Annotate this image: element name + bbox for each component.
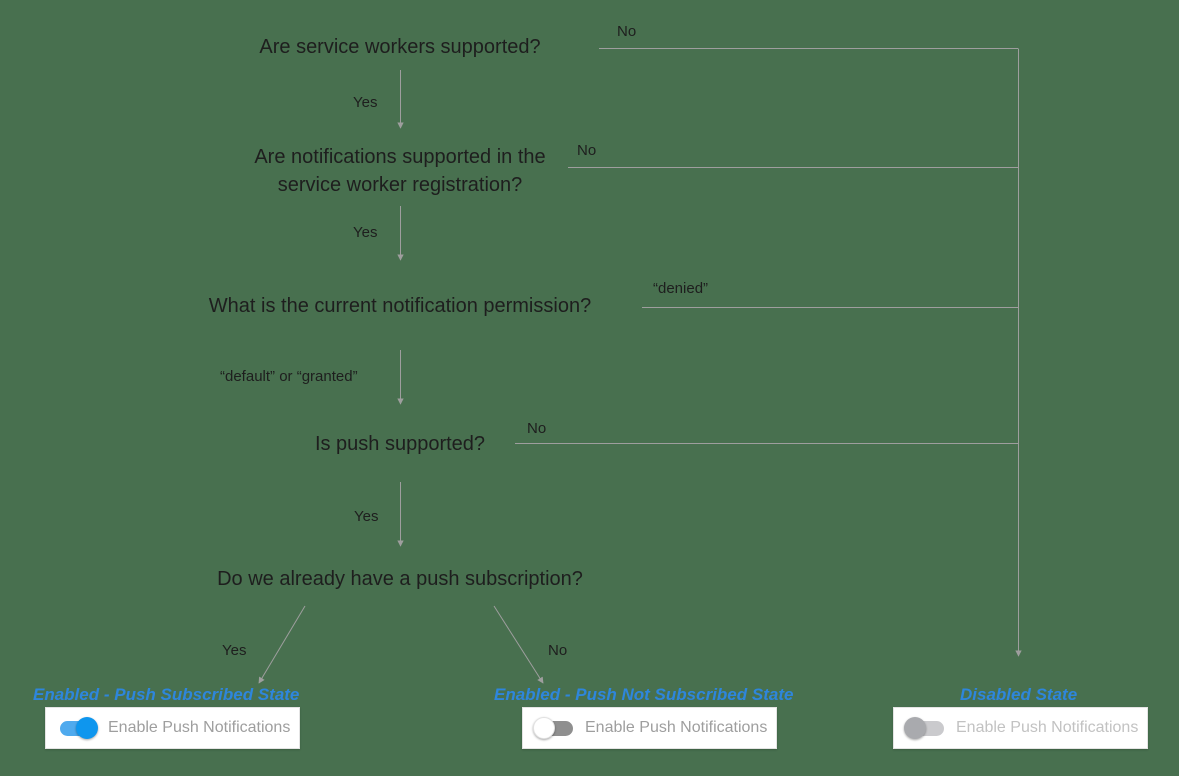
question-push-subscription: Do we already have a push subscription?	[217, 568, 583, 590]
arrow-q5-no	[493, 605, 544, 684]
state-title-disabled: Disabled State	[960, 685, 1078, 704]
toggle-knob	[76, 717, 98, 739]
toggle-knob	[533, 717, 555, 739]
card-enabled-subscribed: Enable Push Notifications	[45, 707, 300, 749]
label-q4-no: No	[527, 420, 547, 437]
push-notifications-toggle-on[interactable]	[58, 717, 110, 739]
toggle-knob	[904, 717, 926, 739]
question-push-supported: Is push supported?	[314, 433, 486, 455]
label-q5-no: No	[548, 642, 568, 659]
question-notification-permission: What is the current notification permiss…	[208, 295, 592, 317]
push-notifications-toggle-disabled	[904, 717, 958, 739]
label-q5-yes: Yes	[222, 642, 247, 659]
arrow-q5-yes	[258, 605, 306, 684]
card-disabled: Enable Push Notifications	[893, 707, 1148, 749]
card-enabled-not-subscribed: Enable Push Notifications	[522, 707, 777, 749]
label-q3-default-or-granted: “default” or “granted”	[220, 368, 358, 385]
question-notifications-supported: Are notifications supported in the servi…	[254, 146, 546, 196]
question-service-workers-supported: Are service workers supported?	[259, 36, 541, 58]
label-q3-denied: “denied”	[653, 280, 709, 297]
enable-push-notifications-label: Enable Push Notifications	[585, 719, 768, 736]
label-q1-yes: Yes	[353, 94, 378, 111]
label-q2-yes: Yes	[353, 224, 378, 241]
enable-push-notifications-label: Enable Push Notifications	[956, 719, 1139, 736]
label-q4-yes: Yes	[354, 508, 379, 525]
label-q2-no: No	[577, 142, 597, 159]
push-notifications-toggle-off[interactable]	[533, 717, 587, 739]
state-title-enabled-not-subscribed: Enabled - Push Not Subscribed State	[494, 685, 794, 704]
label-q1-no: No	[617, 23, 637, 40]
state-title-enabled-subscribed: Enabled - Push Subscribed State	[33, 685, 300, 704]
enable-push-notifications-label: Enable Push Notifications	[108, 719, 291, 736]
